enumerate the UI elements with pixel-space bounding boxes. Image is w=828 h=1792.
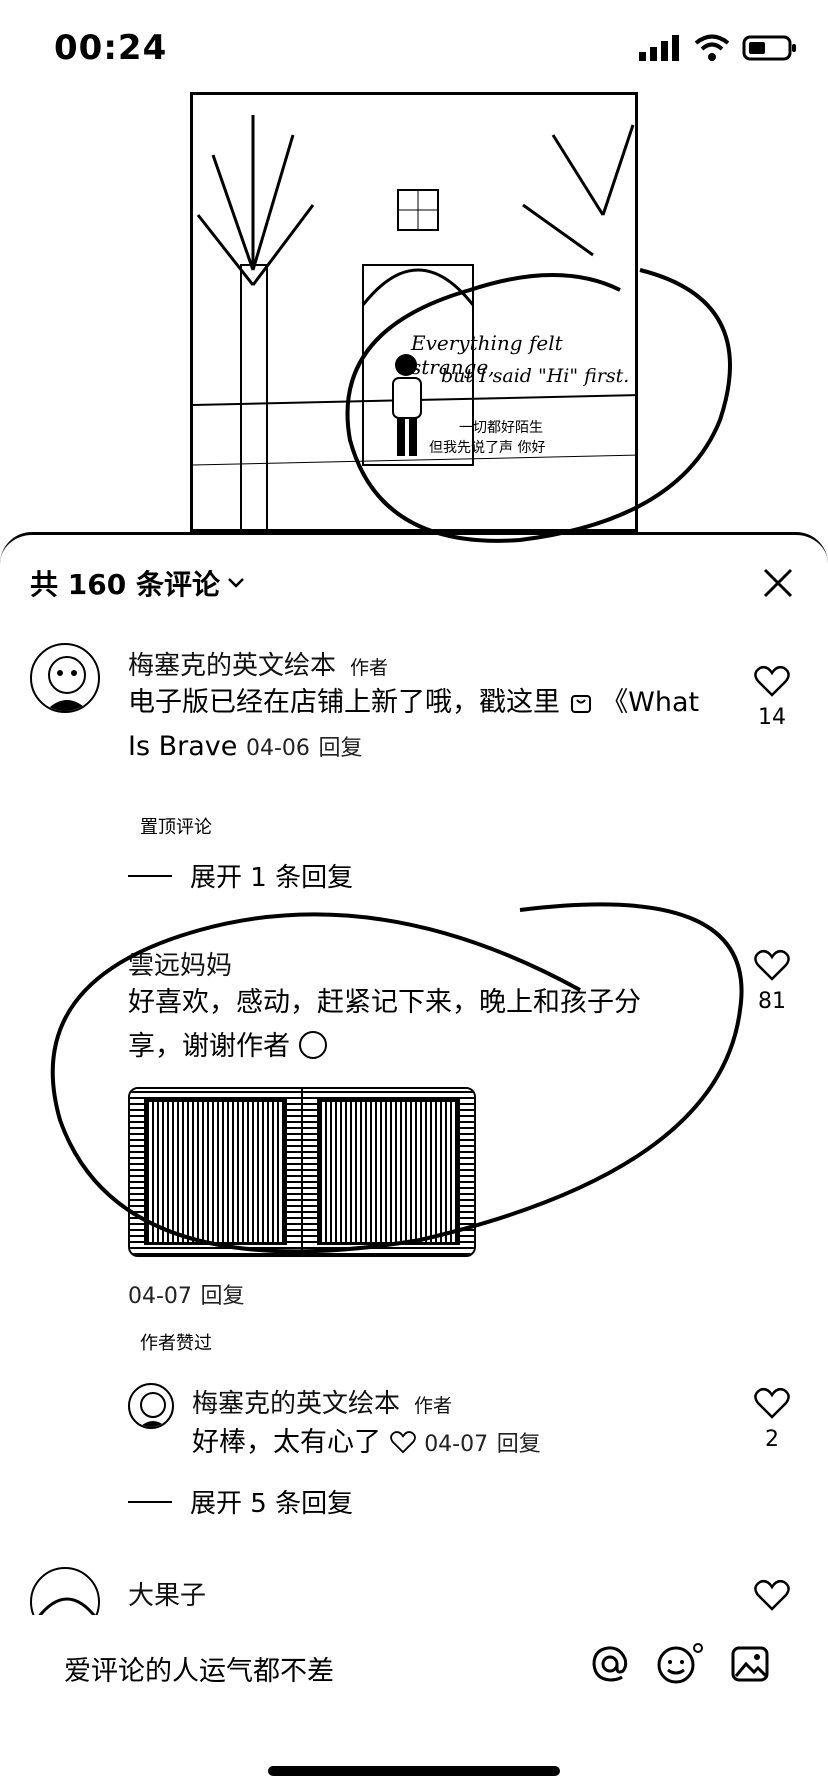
reply-button[interactable]: 回复 [318, 736, 363, 761]
comments-sheet: 共 160 条评论 梅塞克的英文绘本作者 电子版已经在店铺上新了哦，戳这里 《W… [0, 532, 828, 1792]
emoji-icon [298, 1031, 327, 1059]
author-tag: 作者 [414, 1395, 453, 1417]
divider [128, 874, 172, 877]
caption-chinese-2: 但我先说了声 你好 [429, 440, 546, 456]
illustration-scene [193, 115, 635, 529]
comment-username[interactable]: 大果子 [128, 1581, 207, 1611]
chevron-down-icon [228, 578, 244, 588]
product-link[interactable]: 《What [601, 687, 700, 718]
like-button[interactable] [746, 1579, 798, 1615]
reply-button[interactable]: 回复 [496, 1432, 541, 1457]
status-icons [638, 34, 798, 62]
comment-input-bar: 爱评论的人运气都不差 [0, 1615, 828, 1715]
heart-icon [754, 949, 790, 981]
caption-english-2: but I said "Hi" first. [441, 365, 630, 387]
image-icon[interactable] [730, 1644, 770, 1684]
like-count: 81 [758, 989, 786, 1014]
heart-emoji-icon [389, 1431, 416, 1454]
reply-date: 04-07 [424, 1432, 489, 1457]
like-count: 14 [758, 705, 786, 730]
author-liked-label: 作者赞过 [140, 1333, 212, 1354]
reply-username[interactable]: 梅塞克的英文绘本作者 [192, 1389, 453, 1419]
like-button[interactable]: 14 [746, 665, 798, 730]
comment-images[interactable] [128, 1087, 476, 1257]
mention-icon[interactable] [590, 1644, 630, 1684]
close-icon[interactable] [760, 565, 796, 601]
post-image[interactable]: Everything felt strange, but I said "Hi"… [190, 92, 638, 532]
comment-input[interactable]: 爱评论的人运气都不差 [64, 1656, 334, 1687]
comments-count: 共 160 条评论 [30, 568, 220, 601]
author-tag: 作者 [350, 657, 389, 679]
comment-meta: 04-07 回复 [128, 1273, 245, 1319]
divider [128, 1500, 172, 1503]
status-time: 00:24 [54, 28, 168, 68]
heart-icon [754, 665, 790, 697]
comment-date: 04-07 [128, 1284, 192, 1309]
battery-icon [742, 35, 796, 61]
comment-text[interactable]: 好喜欢，感动，赶紧记下来，晚上和孩子分 享，谢谢作者 [128, 987, 641, 1062]
comment-text[interactable]: 电子版已经在店铺上新了哦，戳这里 《What Is Brave 04-06 回复 [128, 687, 700, 762]
reply-text[interactable]: 好棒，太有心了 04-07 回复 [192, 1427, 541, 1458]
comment-image[interactable] [130, 1089, 303, 1255]
comment-username[interactable]: 雲远妈妈 [128, 951, 233, 981]
expand-replies-button[interactable]: 展开 5 条回复 [128, 1483, 353, 1520]
shopping-bag-icon [570, 695, 591, 713]
heart-icon [754, 1387, 790, 1419]
like-button[interactable]: 81 [746, 949, 798, 1014]
wifi-icon [694, 34, 730, 61]
comments-count-dropdown[interactable]: 共 160 条评论 [30, 563, 246, 603]
expand-replies-button[interactable]: 展开 1 条回复 [128, 857, 353, 894]
like-count: 2 [765, 1427, 779, 1452]
caption-chinese-1: 一切都好陌生 [459, 420, 543, 436]
pinned-label: 置顶评论 [140, 817, 212, 838]
avatar[interactable] [30, 643, 100, 713]
home-indicator[interactable] [268, 1766, 560, 1776]
comment-username[interactable]: 梅塞克的英文绘本作者 [128, 651, 389, 681]
reply-button[interactable]: 回复 [200, 1284, 245, 1309]
comment-image[interactable] [303, 1089, 474, 1255]
emoji-icon[interactable] [656, 1643, 704, 1685]
signal-icon [639, 35, 679, 61]
status-bar: 00:24 [0, 0, 828, 90]
input-actions [590, 1643, 770, 1685]
comment-date: 04-06 [245, 736, 310, 761]
avatar[interactable] [128, 1383, 174, 1429]
heart-icon [754, 1579, 790, 1611]
like-button[interactable]: 2 [746, 1387, 798, 1452]
